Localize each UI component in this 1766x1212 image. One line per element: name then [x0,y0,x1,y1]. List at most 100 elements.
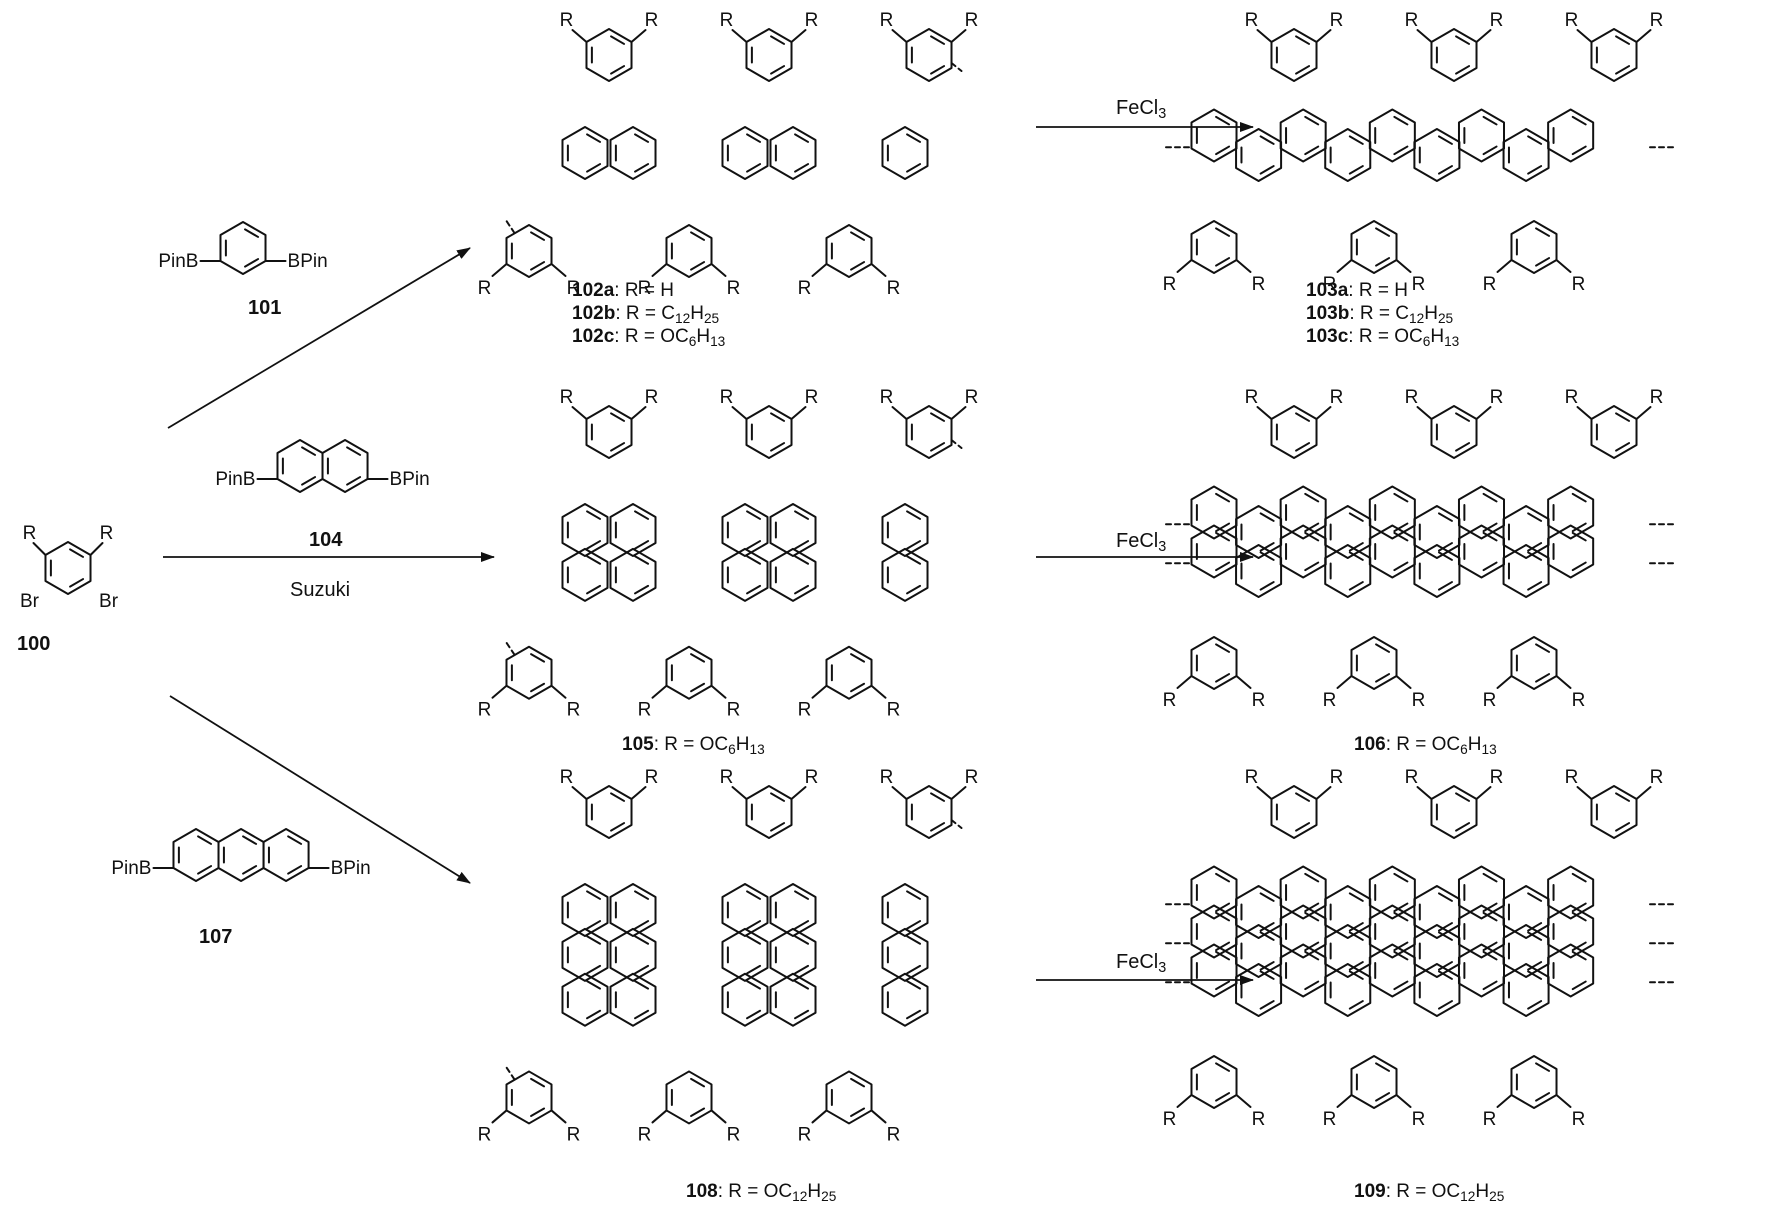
double-bond [1527,892,1543,902]
substituent-r: R [1650,767,1664,788]
benzene-ring [1235,885,1283,939]
substituent-r: R [567,700,581,721]
benzene-ring [1413,885,1461,939]
double-bond [794,584,810,595]
double-bond [690,1077,706,1088]
substituent-bond [571,29,588,43]
double-bond [1215,902,1231,913]
double-bond [530,261,546,271]
substituent-bond [731,29,748,43]
substituent-r: R [567,278,581,299]
substituent-r: R [1405,387,1419,408]
double-bond [586,555,602,565]
benzene-ring [1590,28,1638,82]
double-bond [586,980,602,990]
substituent-r: R [1572,274,1586,295]
double-bond [634,935,650,945]
double-bond [1482,561,1498,572]
substituent-r: R [1163,1109,1177,1130]
chain-end [505,220,516,234]
substituent-r: R [1572,690,1586,711]
benzene-ring [609,883,657,937]
double-bond [1482,872,1498,883]
double-bond [1455,792,1471,802]
benzene-ring [1413,924,1461,978]
bromine-label: Br [99,591,119,612]
double-bond [794,163,810,173]
double-bond [1393,941,1409,952]
substituent-r: R [1330,767,1344,788]
double-bond [1527,922,1543,932]
double-bond [1455,65,1471,75]
substituent-bond [1416,406,1433,420]
substituent-bond [950,406,967,420]
benzene-ring [321,439,369,493]
double-bond [1304,115,1320,126]
benzene-ring [1502,963,1550,1017]
double-bond [1259,931,1275,941]
double-bond [634,890,650,900]
substituent-r: R [567,1124,581,1145]
substituent-r: R [1412,1109,1426,1130]
benzene-ring [1190,524,1238,579]
double-bond [794,133,810,143]
double-bond [1571,561,1587,572]
double-bond [1535,257,1551,267]
double-bond [1535,673,1551,683]
substituent-r: R [1565,10,1579,31]
substituent-r: R [805,387,819,408]
double-bond [1348,512,1364,522]
caption-sep: : R = [1348,280,1395,301]
benzene-ring [1279,108,1327,163]
benzene-ring [1368,943,1416,998]
double-bond [346,476,362,486]
double-bond [586,890,602,900]
formula-part: OC [1431,734,1461,755]
reagent-fecl3-bottom: FeCl3 [1116,952,1166,975]
double-bond [530,682,546,693]
double-bond [634,920,650,930]
formula-sub: 25 [703,311,720,326]
double-bond [1615,412,1631,422]
substituent-bond [1635,29,1652,43]
caption-sep: : R = [717,1181,764,1202]
double-bond [1215,492,1231,503]
double-bond [1455,412,1471,422]
substituent-r: R [1483,690,1497,711]
benzene-ring [1368,108,1416,163]
substituent-r: R [1490,387,1504,408]
double-bond [1482,115,1498,126]
double-bond [1393,115,1409,126]
double-bond [1437,581,1453,591]
double-bond [1304,911,1320,922]
compound-label-104: 104 [309,529,343,551]
substituent-bond [1315,406,1332,420]
double-bond [1375,1062,1391,1072]
substituent-bond [870,263,887,277]
double-bond [634,584,650,595]
double-bond [586,163,602,173]
double-bond [1259,922,1275,932]
benzene-ring [1510,220,1558,274]
double-bond [586,540,602,550]
chain-end [505,1066,516,1081]
double-bond [586,1009,602,1020]
benzene-ring [1457,943,1506,998]
chain-end [950,819,963,829]
benzene-ring [1457,485,1506,540]
benzene-ring [1430,28,1478,82]
caption-102c: 102c: R = OC6H13 [572,325,725,348]
double-bond [690,682,706,693]
benzene-ring [1235,924,1283,978]
substituent-r: R [1650,387,1664,408]
substituent-bond [710,1109,727,1124]
substituent-bond [1635,786,1652,800]
benzene-ring [721,883,769,937]
double-bond [1482,950,1498,961]
benzene-ring [276,439,324,493]
double-bond [746,540,762,550]
substituent-bond [811,1109,828,1124]
double-bond [1259,581,1275,591]
substituent-r: R [1405,10,1419,31]
double-bond [794,510,810,520]
